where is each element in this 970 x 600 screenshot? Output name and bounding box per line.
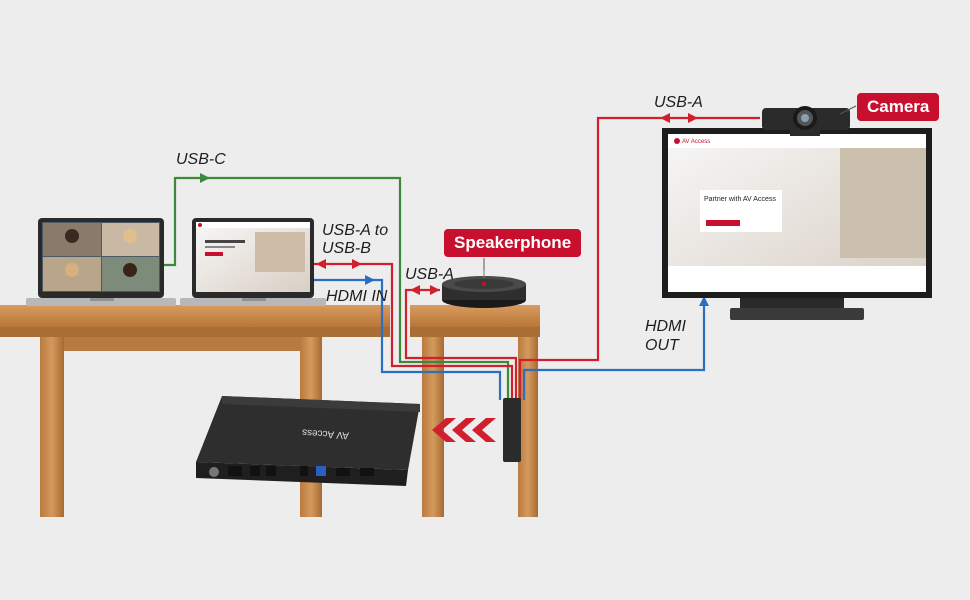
cables (158, 116, 760, 400)
camera-leader (839, 105, 857, 115)
device-brand: AV Access (301, 426, 350, 441)
usb-a-to-b-cable (313, 262, 514, 400)
hdmi-in-label: HDMI IN (326, 288, 388, 305)
speakerphone (442, 264, 526, 308)
usb-a-to-b-label-1: USB-A to (322, 222, 389, 239)
hdmi-out-label-1: HDMI (645, 318, 686, 335)
hdmi-out-label-2: OUT (645, 337, 679, 354)
camera (762, 106, 850, 136)
monitor-brand: AV Access (682, 139, 711, 145)
usb-c-label: USB-C (176, 151, 226, 168)
camera-usb-cable (518, 116, 760, 400)
laptop-video-call (26, 218, 176, 306)
camera-callout: Camera (857, 93, 940, 121)
hdmi-out-cable (522, 298, 706, 400)
cable-sleeve (503, 398, 521, 462)
hdmi-in-cable (313, 278, 502, 400)
usb-c-cable (158, 176, 510, 400)
usb-a-to-b-label-2: USB-B (322, 240, 371, 257)
monitor-headline: Partner with AV Access (704, 196, 776, 203)
camera-usb-label: USB-A (654, 94, 703, 111)
monitor (662, 128, 932, 320)
docking-station (196, 396, 420, 486)
laptop-web (180, 218, 326, 306)
direction-chevrons (432, 418, 496, 442)
arrows (200, 113, 709, 306)
speaker-usb-label: USB-A (405, 266, 454, 283)
speakerphone-callout: Speakerphone (444, 229, 582, 257)
